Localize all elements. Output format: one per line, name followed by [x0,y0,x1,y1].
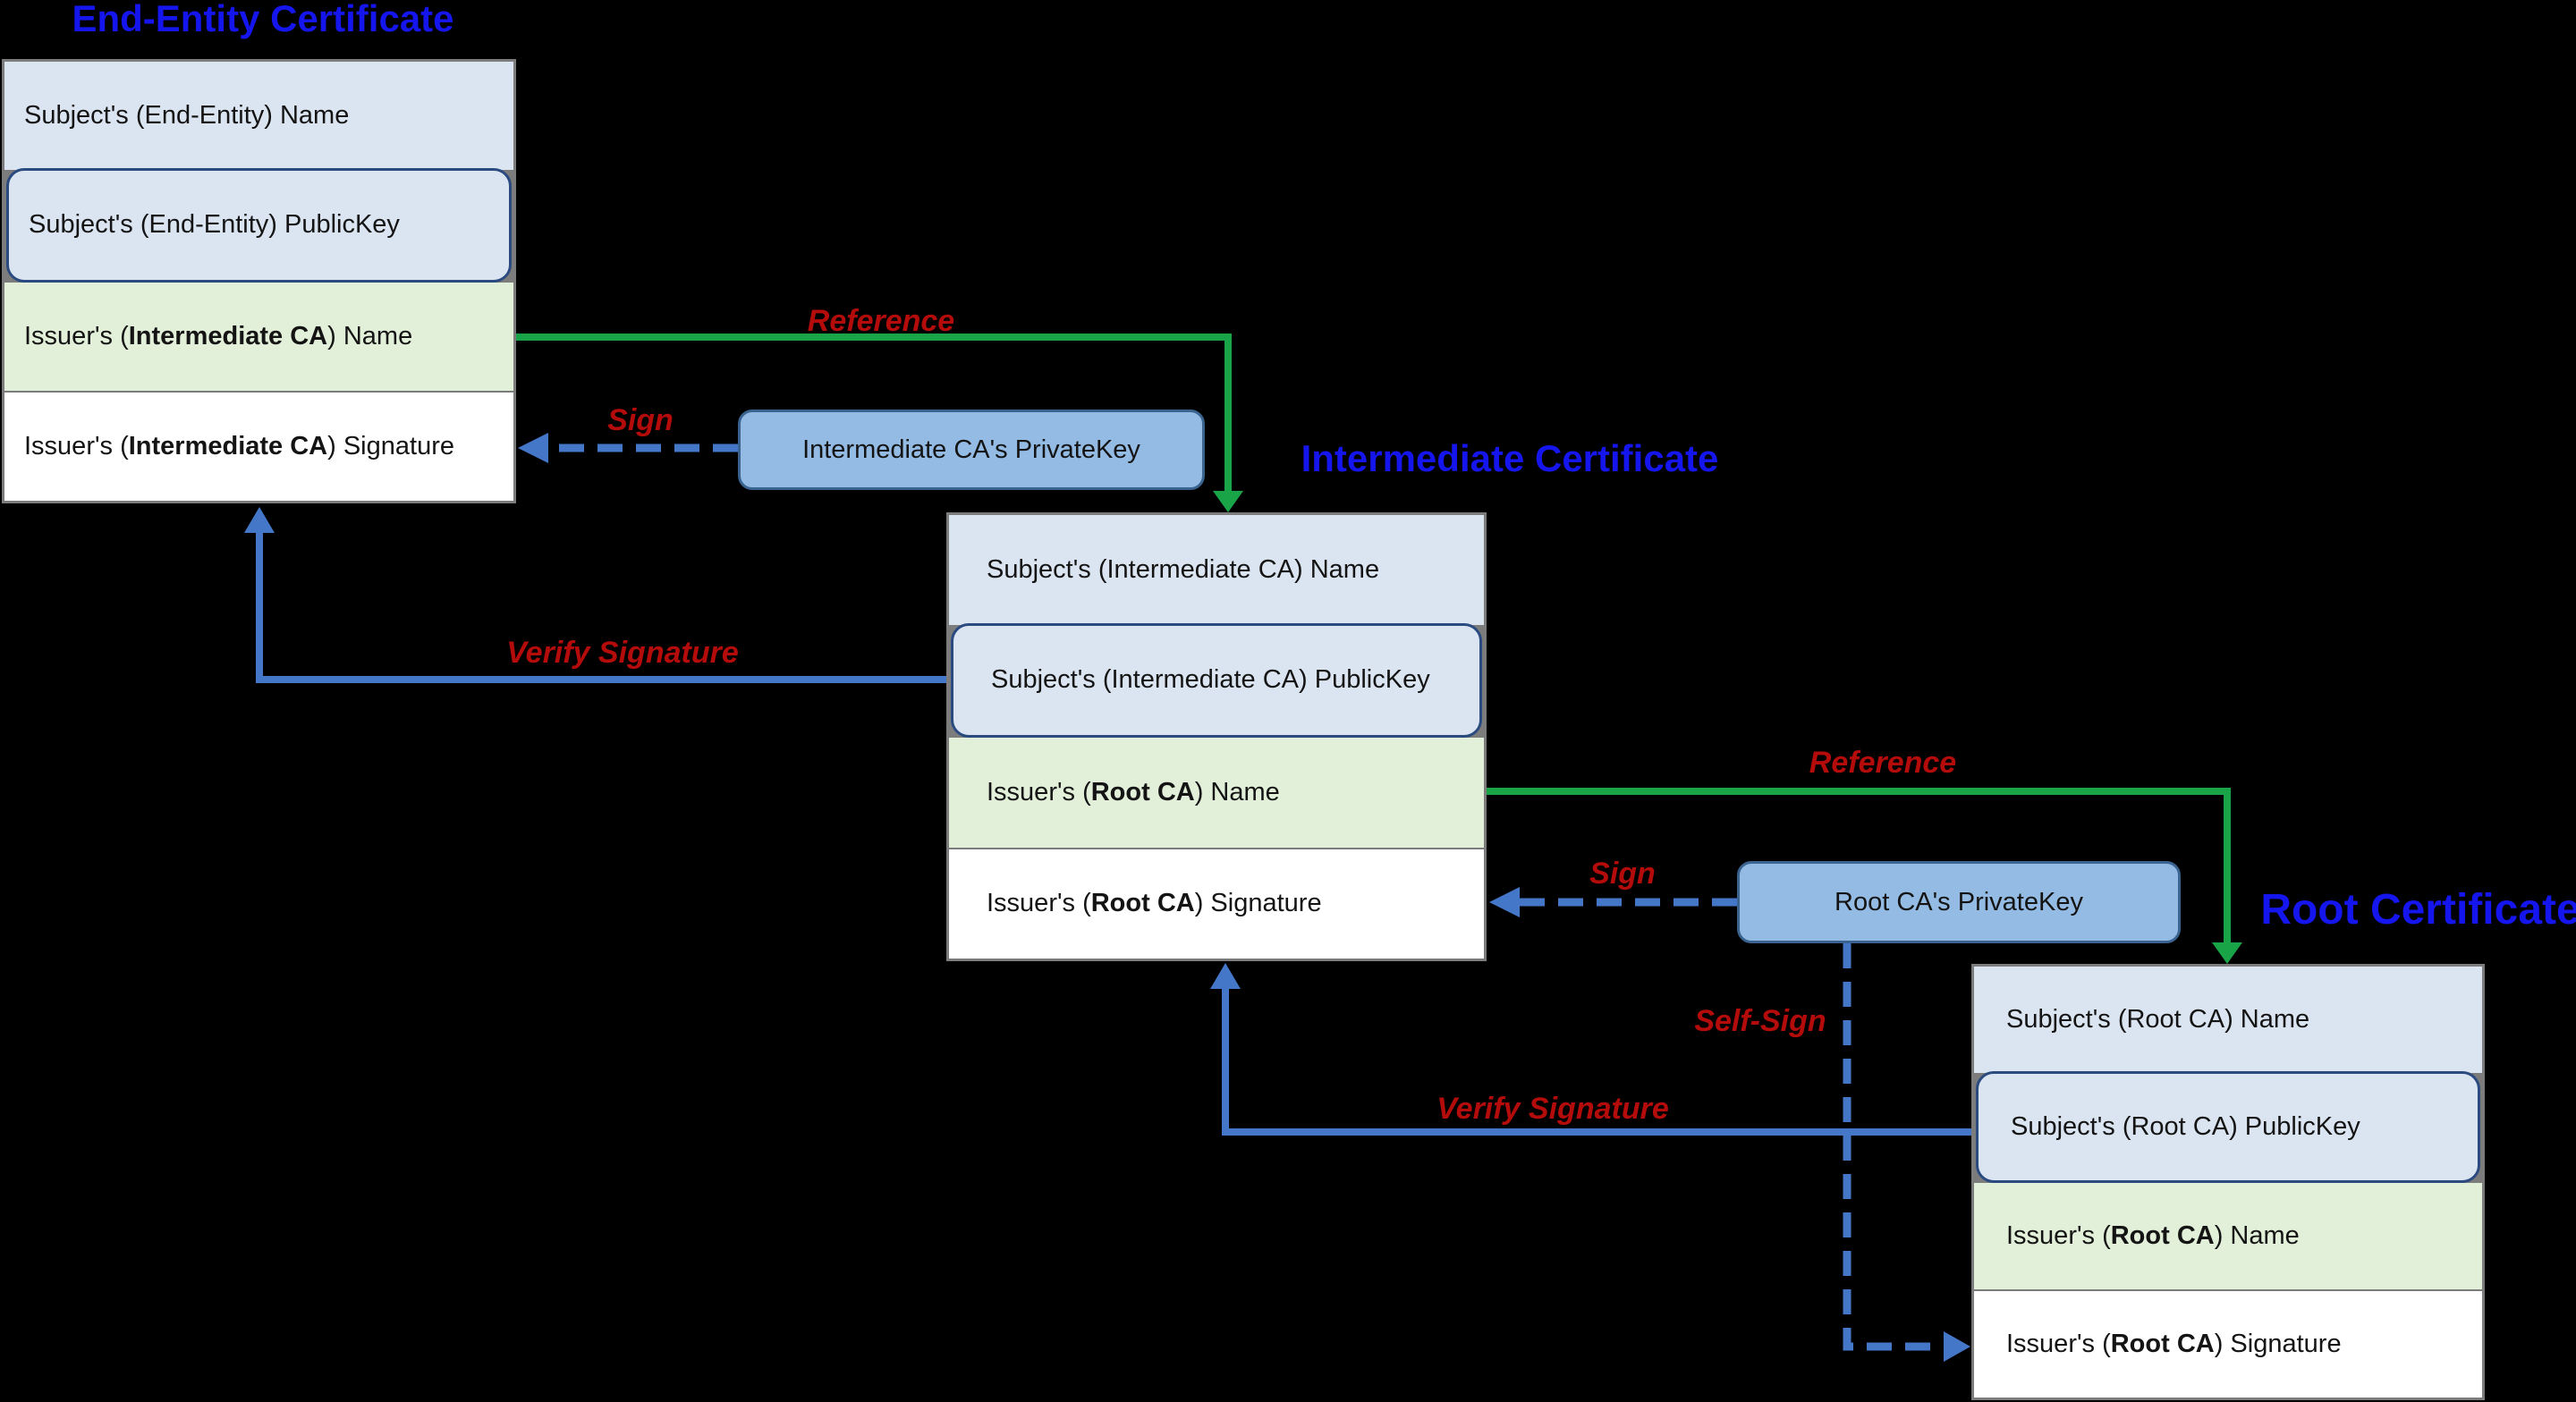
verify-signature-label-1: Verify Signature [506,636,739,670]
root-subject-name-row: Subject's (Root CA) Name [1974,967,2482,1073]
row-text: Issuer's ( [24,431,129,460]
row-text: Issuer's ( [2006,1221,2111,1250]
row-text: ) Name [1194,777,1280,807]
intermediate-subject-publickey-row: Subject's (Intermediate CA) PublicKey [951,622,1482,738]
row-text: Subject's (Intermediate CA) PublicKey [991,665,1430,695]
end-entity-certificate-title: End-Entity Certificate [72,0,454,39]
root-certificate-title: Root Certificate [2260,886,2576,933]
verify-signature-arrowhead-2 [1210,963,1241,989]
end-entity-subject-name-row: Subject's (End-Entity) Name [4,62,513,171]
row-text: ) Signature [327,431,454,460]
row-text: ) Name [327,321,413,350]
intermediate-issuer-name-row: Issuer's (Root CA) Name [949,736,1484,848]
intermediate-subject-name-row: Subject's (Intermediate CA) Name [949,515,1484,625]
self-sign-label: Self-Sign [1694,1004,1826,1038]
reference-arrowhead-2 [2212,942,2242,964]
intermediate-certificate-box: Subject's (Intermediate CA) Name Subject… [946,512,1487,961]
root-certificate-box: Subject's (Root CA) Name Subject's (Root… [1971,964,2485,1400]
sign-arrowhead-1 [518,433,548,463]
end-entity-subject-publickey-row: Subject's (End-Entity) PublicKey [6,168,512,283]
row-text-bold: Root CA [2110,1221,2215,1250]
row-text-bold: Root CA [1090,889,1195,918]
end-entity-issuer-name-row: Issuer's (Intermediate CA) Name [4,280,513,391]
row-text: Issuer's ( [987,777,1091,807]
root-ca-privatekey-box: Root CA's PrivateKey [1737,861,2181,943]
intermediate-issuer-signature-row: Issuer's (Root CA) Signature [949,847,1484,959]
row-text: ) Name [2214,1221,2300,1250]
root-issuer-name-row: Issuer's (Root CA) Name [1974,1181,2482,1289]
row-text-bold: Intermediate CA [128,431,328,460]
self-sign-arrowhead [1944,1331,1970,1362]
row-text: Subject's (Intermediate CA) Name [987,554,1380,584]
sign-arrowhead-2 [1489,887,1520,917]
row-text: Subject's (End-Entity) Name [24,101,350,131]
intermediate-ca-privatekey-box: Intermediate CA's PrivateKey [738,410,1205,490]
intermediate-certificate-title: Intermediate Certificate [1301,437,1719,479]
row-text: Issuer's ( [987,889,1091,918]
reference-label-2: Reference [1809,746,1957,780]
row-text: Issuer's ( [24,321,129,350]
row-text: Subject's (End-Entity) PublicKey [29,210,400,240]
verify-signature-arrowhead-1 [244,507,275,533]
reference-arrowhead-1 [1213,491,1243,512]
root-issuer-signature-row: Issuer's (Root CA) Signature [1974,1289,2482,1398]
row-text: ) Signature [2214,1330,2342,1358]
row-text: Issuer's ( [2006,1330,2111,1358]
reference-label-1: Reference [807,304,955,338]
end-entity-issuer-signature-row: Issuer's (Intermediate CA) Signature [4,390,513,501]
end-entity-certificate-box: Subject's (End-Entity) Name Subject's (E… [2,59,516,503]
row-text: Subject's (Root CA) Name [2006,1005,2310,1034]
row-text-bold: Intermediate CA [128,321,328,350]
sign-label-2: Sign [1589,857,1656,891]
row-text: ) Signature [1194,889,1322,918]
row-text: Subject's (Root CA) PublicKey [2011,1112,2360,1141]
row-text-bold: Root CA [1090,777,1195,807]
sign-label-1: Sign [607,403,674,437]
verify-signature-label-2: Verify Signature [1436,1092,1669,1126]
root-subject-publickey-row: Subject's (Root CA) PublicKey [1976,1071,2480,1183]
row-text-bold: Root CA [2110,1330,2215,1358]
